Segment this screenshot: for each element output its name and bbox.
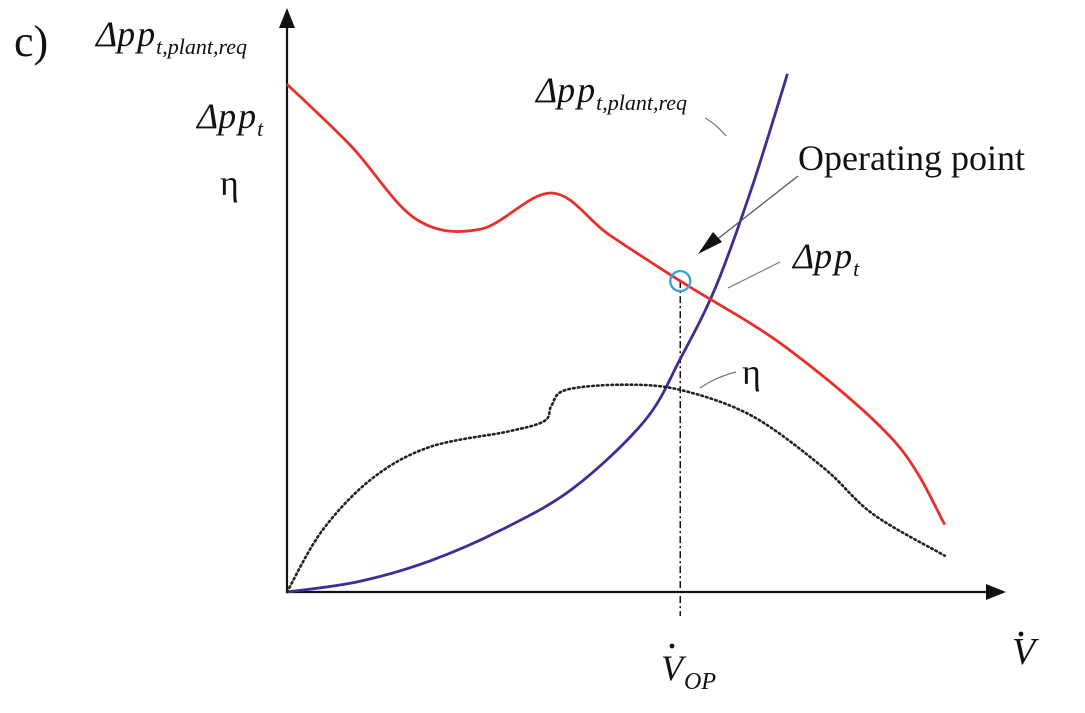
series-line-plant-req	[286, 73, 789, 594]
x-marker-label-sub: OP	[684, 669, 716, 695]
x-axis-label: V	[1012, 631, 1039, 673]
series-label-pt: Δppt	[791, 236, 860, 281]
y-label-pt-p: p	[235, 96, 256, 136]
series-line-eta	[285, 383, 947, 594]
y-label-plant-req-sub: t,plant,req	[156, 34, 247, 59]
series-label-eta: η	[742, 352, 761, 392]
series-label-plant-req-main: Δp	[534, 70, 575, 110]
operating-point-arrowhead	[698, 232, 722, 254]
operating-point-arrow	[709, 175, 799, 246]
series-label-pt-p: p	[831, 236, 852, 276]
y-axis-labels: Δppt,plant,req Δppt η	[94, 14, 264, 203]
series-label-eta-leader	[699, 371, 737, 389]
annotations: Operating point Δppt,plant,req Δppt η	[534, 70, 1025, 392]
operating-point-marker	[669, 269, 692, 293]
axes	[279, 8, 1006, 600]
operating-point-label: Operating point	[798, 138, 1025, 178]
x-axis-arrowhead	[986, 584, 1006, 600]
x-marker-label: VOP	[661, 648, 716, 695]
series-line-pt	[286, 83, 947, 526]
y-label-pt-main: Δp	[195, 96, 236, 136]
x-axis-labels: V VOP	[661, 631, 1039, 695]
y-label-plant-req-p: p	[134, 14, 155, 54]
series-label-pt-leader	[727, 261, 781, 289]
x-axis-label-dot	[1018, 631, 1024, 637]
panel-label: c)	[14, 17, 48, 66]
y-label-pt: Δppt	[195, 96, 264, 141]
series-label-plant-req: Δppt,plant,req	[534, 70, 687, 115]
y-label-plant-req-main: Δp	[94, 14, 135, 54]
series-label-plant-req-p: p	[574, 70, 595, 110]
series-label-pt-main: Δp	[791, 236, 832, 276]
series-label-plant-req-leader	[704, 117, 727, 137]
y-label-pt-sub: t	[257, 116, 264, 141]
y-axis-arrowhead	[279, 8, 295, 28]
x-marker-label-dot	[669, 643, 675, 649]
y-label-plant-req: Δppt,plant,req	[94, 14, 247, 59]
series-label-pt-sub: t	[853, 256, 860, 281]
series-label-plant-req-sub: t,plant,req	[596, 90, 687, 115]
y-label-eta: η	[220, 163, 239, 203]
x-marker-label-main: V	[661, 648, 687, 688]
